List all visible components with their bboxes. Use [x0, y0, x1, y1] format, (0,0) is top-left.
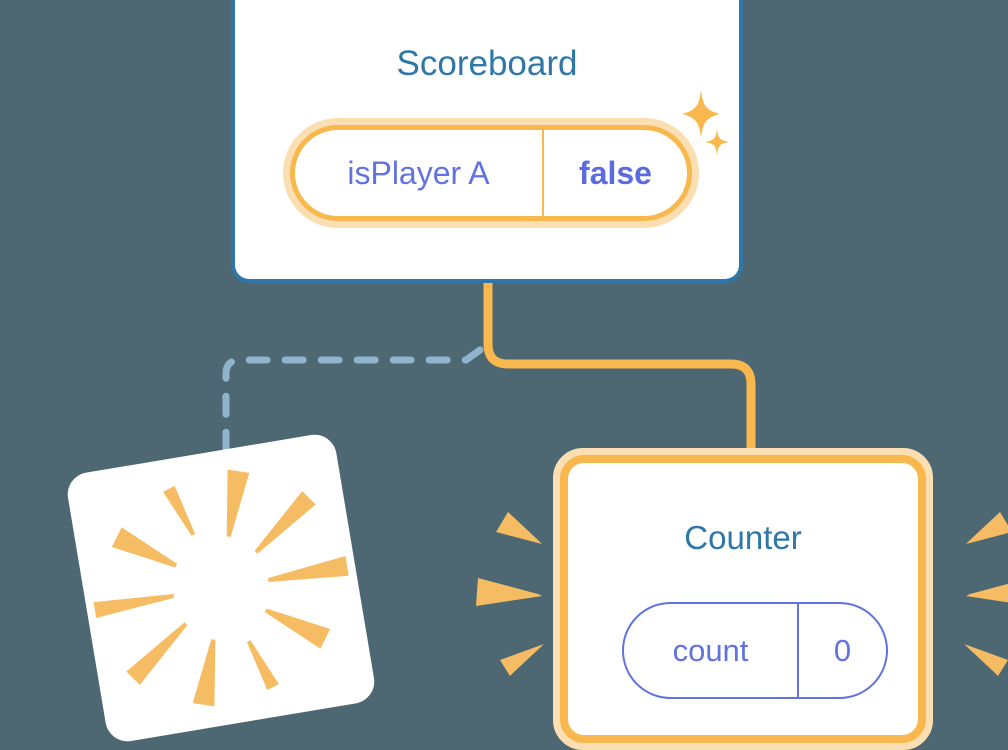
burst-ray: [111, 527, 178, 568]
counter-body[interactable]: Counter count 0: [560, 455, 926, 743]
counter-title: Counter: [684, 519, 802, 556]
burst-ray: [126, 622, 188, 685]
solid-connector-path: [483, 281, 756, 462]
burst-ray: [268, 556, 349, 583]
burst-ray: [496, 512, 542, 544]
burst-ray: [476, 578, 542, 606]
burst-ray: [93, 593, 174, 619]
burst-rays-left: [93, 469, 349, 707]
pill-halo: [283, 118, 699, 228]
burst-rays-counter-left: [476, 512, 544, 676]
burst-ray: [264, 608, 331, 649]
burst-rays-counter-right: [964, 512, 1008, 676]
burst-ray: [254, 491, 316, 554]
count-value-cell: 0: [833, 632, 852, 668]
count-key-cell: count: [624, 604, 799, 697]
burst-ray: [163, 485, 196, 536]
burst-ray: [966, 583, 1008, 603]
state-key-cell: isPlayer A: [295, 130, 544, 216]
scoreboard-card[interactable]: Scoreboard isPlayer A false: [231, 0, 743, 283]
placeholder-card[interactable]: [64, 431, 378, 745]
counter-halo: [553, 448, 933, 750]
scoreboard-state-pill[interactable]: isPlayer A false: [283, 118, 699, 228]
scoreboard-title: Scoreboard: [396, 44, 578, 83]
burst-ray: [966, 512, 1008, 544]
counter-card[interactable]: Counter count 0: [553, 448, 933, 750]
counter-state-pill[interactable]: count 0: [622, 602, 888, 699]
burst-ray: [226, 469, 250, 537]
burst-ray: [246, 640, 279, 691]
burst-ray: [964, 644, 1008, 676]
state-value-cell: false: [579, 154, 652, 191]
pill-body[interactable]: isPlayer A false: [290, 125, 692, 221]
burst-ray: [192, 639, 216, 707]
burst-ray: [500, 644, 544, 676]
